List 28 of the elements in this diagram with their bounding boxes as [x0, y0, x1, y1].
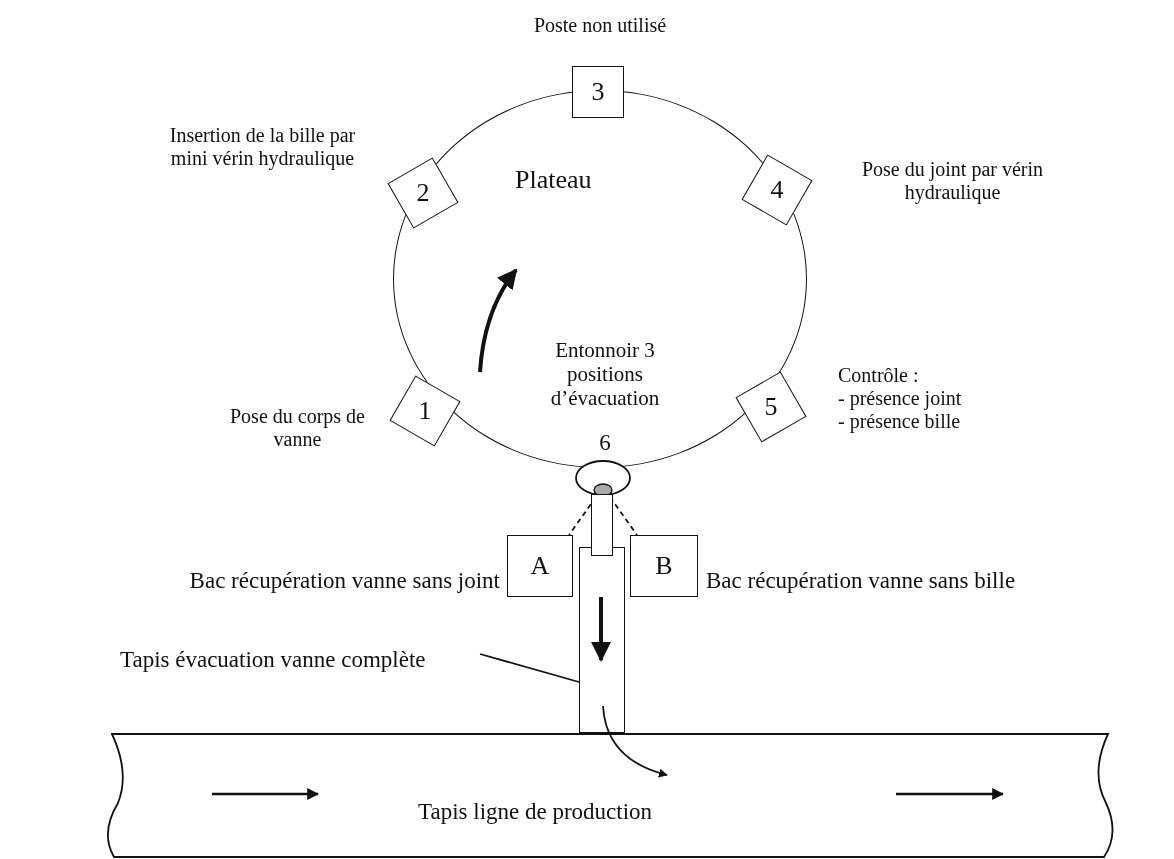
station-caption: - présence joint	[838, 387, 962, 410]
bin-caption: Bac récupération vanne sans bille	[706, 567, 1016, 595]
conveyor-label: Tapis ligne de production	[418, 799, 653, 825]
curved-arrow	[602, 705, 668, 778]
station-number: 5	[764, 392, 778, 422]
station-caption: Contrôle :	[838, 364, 919, 387]
bin-letter: B	[655, 551, 673, 581]
funnel-caption: Entonnoir 3 positions d’évacuation	[549, 338, 661, 410]
station-number: 6	[598, 430, 612, 456]
leader-line	[479, 653, 580, 683]
station-number: 2	[416, 178, 430, 208]
station-number: 3	[591, 77, 605, 107]
conveyor-label: Tapis évacuation vanne complète	[120, 646, 426, 674]
station-number: 1	[418, 396, 432, 426]
station-caption: Pose du joint par vérin hydraulique	[860, 158, 1045, 204]
station-box	[572, 66, 624, 118]
bin-box	[630, 535, 698, 597]
station-caption: Poste non utilisé	[533, 14, 667, 37]
bin-caption: Bac récupération vanne sans joint	[189, 567, 500, 595]
bin-letter: A	[530, 551, 550, 581]
conveyor-belt	[579, 547, 625, 733]
turntable-label: Plateau	[515, 165, 592, 195]
bin-box	[507, 535, 573, 597]
station-caption: Pose du corps de vanne	[230, 405, 365, 451]
chute	[591, 494, 613, 556]
station-number: 4	[770, 175, 784, 205]
station-caption: - présence bille	[838, 410, 961, 433]
station-caption: Insertion de la bille par mini vérin hydraulique	[168, 124, 357, 170]
